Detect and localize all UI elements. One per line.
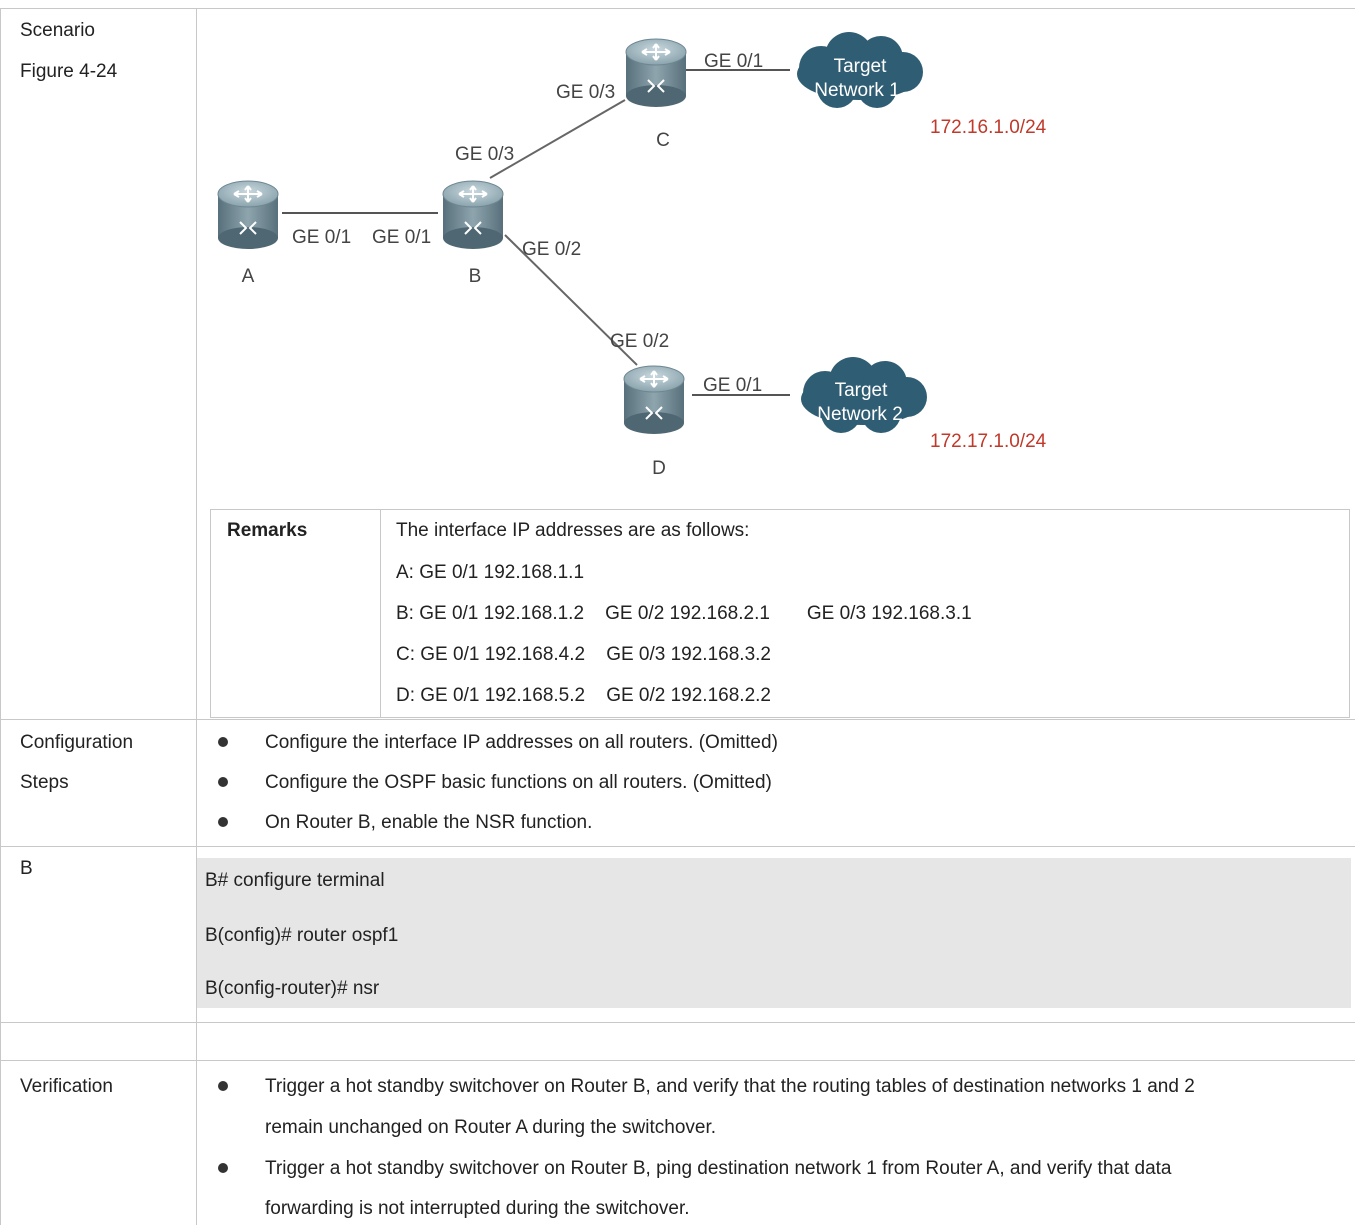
figure-label: Figure 4-24 [20, 61, 118, 82]
router-d-icon [623, 365, 685, 435]
remarks-table [210, 509, 1350, 718]
verification-label: Verification [20, 1076, 113, 1097]
bullet-icon [218, 737, 228, 747]
remarks-header: Remarks [227, 520, 308, 541]
table-left-border [0, 8, 1, 1225]
verification-item-2-line-2: forwarding is not interrupted during the… [265, 1198, 690, 1219]
row-divider-empty [0, 1060, 1355, 1061]
scenario-label: Scenario [20, 20, 95, 41]
bullet-icon [218, 777, 228, 787]
router-c-icon [625, 38, 687, 108]
port-c-ge03-label: GE 0/3 [556, 82, 615, 103]
code-line-3: B(config-router)# nsr [205, 978, 380, 999]
router-d-label: D [652, 458, 666, 479]
bullet-icon [218, 1163, 228, 1173]
port-d-ge02-label: GE 0/2 [610, 331, 669, 352]
config-step-3: On Router B, enable the NSR function. [265, 812, 593, 833]
config-step-2: Configure the OSPF basic functions on al… [265, 772, 772, 793]
code-line-2: B(config)# router ospf1 [205, 925, 399, 946]
router-c-label: C [656, 130, 670, 151]
remarks-line-a: A: GE 0/1 192.168.1.1 [396, 562, 585, 583]
table-top-border [0, 8, 1355, 9]
verification-item-2-line-1: Trigger a hot standby switchover on Rout… [265, 1158, 1172, 1179]
configuration-label: Configuration [20, 732, 134, 753]
port-b-ge03-label: GE 0/3 [455, 144, 514, 165]
cloud-1-line-1: Target [834, 56, 888, 77]
cloud-1-line-2: Network 1 [814, 80, 900, 101]
code-line-1: B# configure terminal [205, 870, 385, 891]
verification-item-1-line-2: remain unchanged on Router A during the … [265, 1117, 717, 1138]
port-d-ge01-label: GE 0/1 [703, 375, 762, 396]
remarks-line-c: C: GE 0/1 192.168.4.2 GE 0/3 192.168.3.2 [396, 644, 771, 665]
router-a-icon [217, 180, 279, 250]
port-b-ge01-label: GE 0/1 [372, 227, 431, 248]
remarks-table-divider [380, 509, 381, 718]
row-divider-scenario [0, 719, 1355, 720]
cloud-2-line-1: Target [835, 380, 889, 401]
row-divider-b [0, 1022, 1355, 1023]
link-b-c [489, 99, 626, 179]
link-b-d [504, 234, 638, 366]
remarks-line-d: D: GE 0/1 192.168.5.2 GE 0/2 192.168.2.2 [396, 685, 771, 706]
config-step-1: Configure the interface IP addresses on … [265, 732, 778, 753]
bullet-icon [218, 817, 228, 827]
remarks-line-intro: The interface IP addresses are as follow… [396, 520, 750, 541]
steps-label: Steps [20, 772, 69, 793]
router-b-label: B [469, 266, 482, 287]
port-b-ge02-label: GE 0/2 [522, 239, 581, 260]
network-topology-diagram: A B C D GE 0/1 GE 0/1 GE 0/3 GE 0/2 GE 0… [217, 32, 1047, 479]
router-a-label: A [242, 266, 255, 287]
port-c-ge01-label: GE 0/1 [704, 51, 763, 72]
subnet-1-label: 172.16.1.0/24 [930, 117, 1047, 138]
row-divider-config [0, 846, 1355, 847]
table-column-divider [196, 8, 197, 1225]
code-block [197, 858, 1351, 1008]
port-a-ge01-label: GE 0/1 [292, 227, 351, 248]
device-b-label: B [20, 858, 33, 879]
cloud-2-line-2: Network 2 [817, 404, 903, 425]
verification-item-1-line-1: Trigger a hot standby switchover on Rout… [265, 1076, 1195, 1097]
router-b-icon [442, 180, 504, 250]
remarks-line-b: B: GE 0/1 192.168.1.2 GE 0/2 192.168.2.1… [396, 603, 972, 624]
subnet-2-label: 172.17.1.0/24 [930, 431, 1047, 452]
bullet-icon [218, 1081, 228, 1091]
